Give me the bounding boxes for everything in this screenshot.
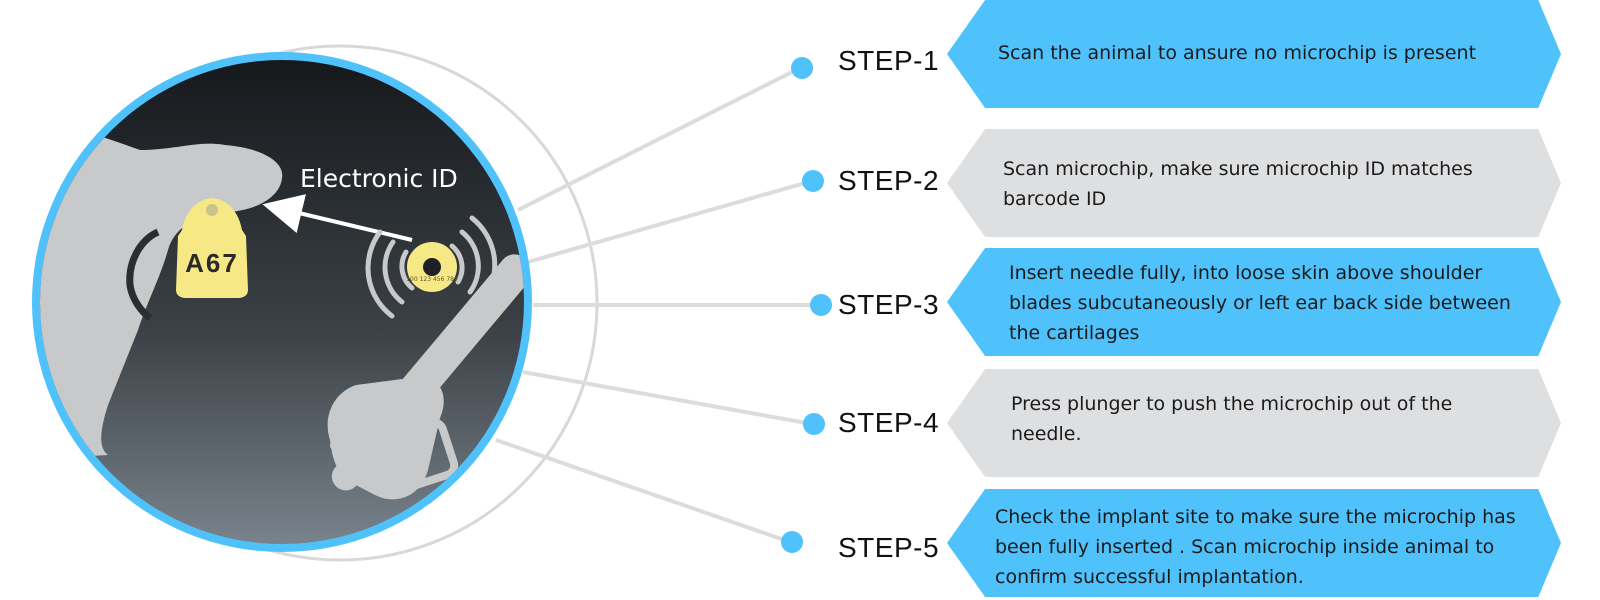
- connector-lines: [495, 66, 820, 544]
- step-label-4: STEP-4: [838, 407, 940, 438]
- syringe-hand-illustration: [327, 214, 524, 500]
- connector-line-2: [527, 179, 813, 264]
- step-label-5: STEP-5: [838, 532, 940, 563]
- step-label-1: STEP-1: [838, 45, 940, 76]
- step-box-5: [947, 489, 1561, 597]
- connector-dot-3: [810, 294, 832, 316]
- connector-dots: [781, 57, 832, 553]
- step-text-1: Scan the animal to ansure no microchip i…: [998, 42, 1477, 64]
- step-text-5: Check the implant site to make sure the …: [995, 506, 1516, 588]
- electronic-id-caption: Electronic ID: [300, 164, 458, 193]
- step-box-4: [947, 369, 1561, 477]
- connector-dot-1: [791, 57, 813, 79]
- step-text-3: Insert needle fully, into loose skin abo…: [1009, 262, 1511, 344]
- connector-dot-4: [803, 413, 825, 435]
- connector-dot-2: [802, 170, 824, 192]
- ear-tag: A67: [176, 198, 248, 298]
- signal-waves-icon: [365, 215, 498, 319]
- connector-line-1: [517, 66, 801, 212]
- step-text-4: Press plunger to push the microchip out …: [1011, 393, 1453, 445]
- ear-fold: [126, 228, 160, 321]
- arrow-icon: [262, 194, 413, 242]
- step-label-3: STEP-3: [838, 289, 940, 320]
- connector-line-5: [495, 438, 791, 544]
- microchip-disc-icon: 100 123 456 789: [406, 242, 458, 292]
- connector-dot-5: [781, 531, 803, 553]
- connector-line-4: [522, 370, 813, 426]
- step-box-2: [947, 129, 1561, 237]
- step-label-2: STEP-2: [838, 165, 940, 196]
- step-box-3: [947, 248, 1561, 356]
- step-box-1: [947, 0, 1561, 108]
- ear-tag-text: A67: [185, 248, 239, 278]
- microchip-code-text: 100 123 456 789: [406, 276, 458, 283]
- step-text-2: Scan microchip, make sure microchip ID m…: [1003, 158, 1473, 210]
